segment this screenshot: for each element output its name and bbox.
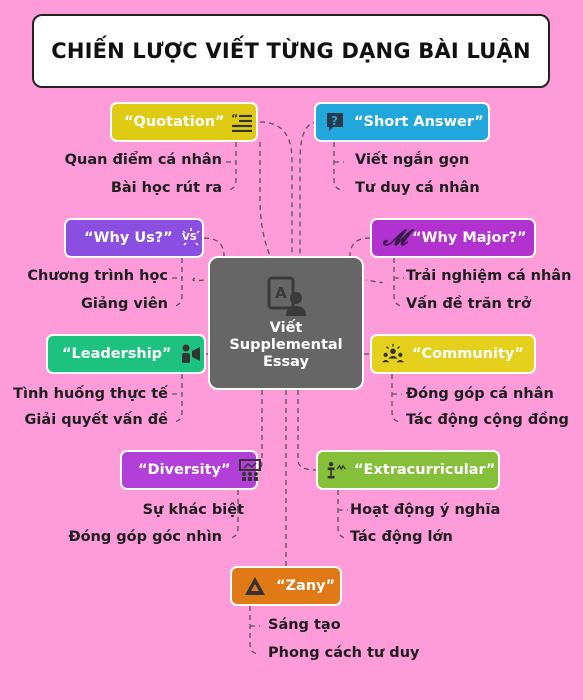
leadership-item-2: Giải quyết vấn đề <box>24 412 168 428</box>
node-why-us[interactable]: “Why Us?” VS <box>64 218 204 258</box>
quotation-item-1: Quan điểm cá nhân <box>64 152 222 168</box>
extracurricular-item-2: Tác động lớn <box>350 529 453 545</box>
node-why-major[interactable]: 𝓜 “Why Major?” <box>370 218 536 258</box>
node-leadership-label: “Leadership” <box>62 346 172 362</box>
zany-item-2: Phong cách tư duy <box>268 645 420 661</box>
community-item-1: Đóng góp cá nhân <box>406 386 554 402</box>
node-zany[interactable]: “Zany” <box>230 566 342 606</box>
center-line-3: Essay <box>263 354 309 370</box>
svg-text:A: A <box>275 284 287 302</box>
short-answer-item-2: Tư duy cá nhân <box>355 180 480 196</box>
megaphone-person-icon <box>180 343 202 365</box>
page-title: CHIẾN LƯỢC VIẾT TỪNG DẠNG BÀI LUẬN <box>32 14 550 88</box>
quotation-item-2: Bài học rút ra <box>110 180 222 196</box>
activity-icon <box>326 459 348 481</box>
node-quotation-label: “Quotation” <box>124 114 225 130</box>
svg-text:VS: VS <box>182 232 197 243</box>
node-why-us-label: “Why Us?” <box>84 230 173 246</box>
center-node: A Viết Supplemental Essay <box>208 256 364 390</box>
node-zany-label: “Zany” <box>276 578 336 594</box>
node-leadership[interactable]: “Leadership” <box>46 334 206 374</box>
quote-lines-icon: “ <box>231 111 253 133</box>
versus-icon: VS <box>181 227 202 249</box>
short-answer-item-1: Viết ngắn gọn <box>355 152 470 168</box>
node-extracurricular-label: “Extracurricular” <box>354 462 496 478</box>
question-icon: ? <box>324 111 346 133</box>
why-major-item-1: Trải nghiệm cá nhân <box>406 268 572 284</box>
node-short-answer[interactable]: ? “Short Answer” <box>314 102 490 142</box>
node-short-answer-label: “Short Answer” <box>354 114 484 130</box>
diversity-item-1: Sự khác biệt <box>142 502 244 518</box>
svg-text:?: ? <box>331 114 338 128</box>
svg-text:“: “ <box>231 112 238 125</box>
profile-text-icon: A <box>264 274 308 318</box>
why-us-item-1: Chương trình học <box>27 268 168 284</box>
node-extracurricular[interactable]: “Extracurricular” <box>316 450 500 490</box>
diversity-board-icon <box>238 459 261 481</box>
node-community-label: “Community” <box>412 346 524 362</box>
community-item-2: Tác động cộng đồng <box>406 412 569 428</box>
script-m-icon: 𝓜 <box>382 225 408 251</box>
center-line-2: Supplemental <box>229 337 343 353</box>
node-quotation[interactable]: “Quotation” “ <box>110 102 258 142</box>
why-us-item-2: Giảng viên <box>81 296 168 312</box>
node-diversity-label: “Diversity” <box>138 462 231 478</box>
node-why-major-label: “Why Major?” <box>412 230 527 246</box>
node-diversity[interactable]: “Diversity” <box>120 450 261 490</box>
zany-item-1: Sáng tạo <box>268 617 341 633</box>
diversity-item-2: Đóng góp góc nhìn <box>68 529 222 545</box>
why-major-item-2: Vấn đề trăn trở <box>406 296 531 312</box>
people-group-icon <box>382 343 404 365</box>
extracurricular-item-1: Hoạt động ý nghĩa <box>350 502 501 518</box>
node-community[interactable]: “Community” <box>370 334 536 374</box>
center-line-1: Viết <box>269 320 303 336</box>
leadership-item-1: Tình huống thực tế <box>13 386 168 402</box>
triangle-logo-icon <box>244 575 266 597</box>
